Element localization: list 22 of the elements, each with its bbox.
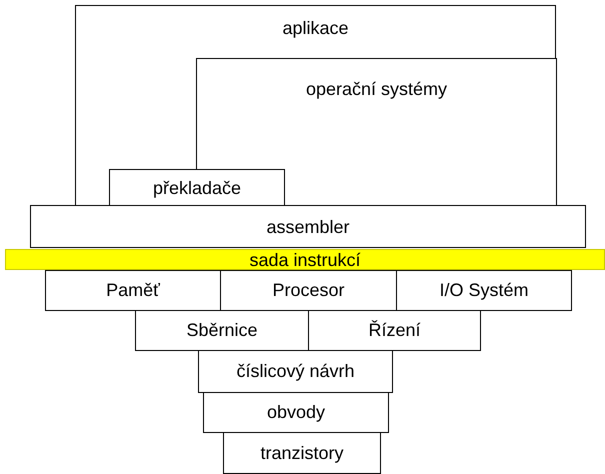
layer-label: obvody <box>266 402 326 423</box>
layer-box <box>75 5 556 206</box>
layer-label: Paměť <box>105 280 161 301</box>
highlighted-layer-band <box>5 249 605 270</box>
layer-box <box>223 432 381 474</box>
layer-label: sada instrukcí <box>248 250 362 271</box>
layer-label: Řízení <box>367 320 422 341</box>
layer-label: operační systémy <box>304 79 448 100</box>
layer-label: Procesor <box>271 280 346 301</box>
layer-label: assembler <box>265 217 351 238</box>
layer-label: tranzistory <box>259 443 345 464</box>
layer-box <box>30 205 586 248</box>
layer-box <box>203 392 389 433</box>
layer-label: Sběrnice <box>185 320 259 341</box>
layer-box <box>109 169 285 207</box>
layer-label: I/O Systém <box>438 280 530 301</box>
layer-label: číslicový návrh <box>235 361 356 382</box>
layer-label: překladače <box>152 178 242 199</box>
layer-box <box>198 350 393 393</box>
layer-box <box>396 270 572 311</box>
layer-label: aplikace <box>281 18 350 39</box>
layer-box <box>45 270 221 311</box>
